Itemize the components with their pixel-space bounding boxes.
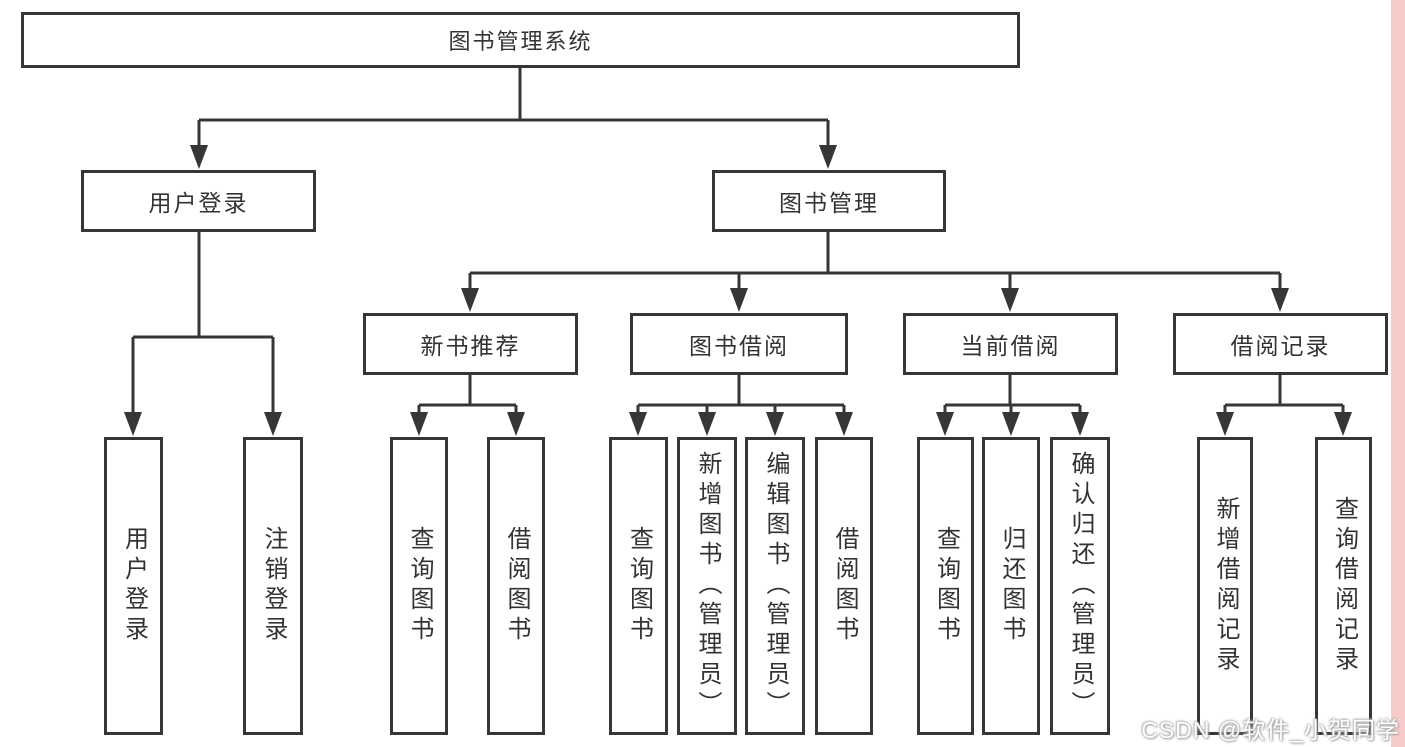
leaf-user-login-label: 用户登录 bbox=[120, 526, 148, 646]
node-borrow-records: 借阅记录 bbox=[1173, 313, 1388, 375]
csdn-watermark: CSDN @软件_小贺同学 bbox=[1141, 717, 1400, 743]
leaf-query-book-2: 查询图书 bbox=[609, 437, 668, 735]
node-user-login-label: 用户登录 bbox=[148, 190, 249, 216]
leaf-query-book-1-label: 查询图书 bbox=[406, 526, 433, 646]
leaf-confirm-return-admin: 确认归还（管理员） bbox=[1050, 437, 1110, 735]
leaf-query-borrow-record-label: 查询借阅记录 bbox=[1330, 496, 1358, 676]
leaf-edit-book-admin-label: 编辑图书（管理员） bbox=[762, 451, 789, 721]
leaf-add-borrow-record-label: 新增借阅记录 bbox=[1212, 496, 1239, 676]
leaf-borrow-book-1-label: 借阅图书 bbox=[503, 526, 530, 646]
leaf-query-book-2-label: 查询图书 bbox=[625, 526, 653, 646]
leaf-user-login: 用户登录 bbox=[104, 437, 163, 735]
node-new-book-recommend-label: 新书推荐 bbox=[420, 333, 521, 359]
leaf-query-book-3: 查询图书 bbox=[917, 437, 974, 735]
leaf-return-book-label: 归还图书 bbox=[998, 526, 1025, 646]
leaf-add-book-admin-label: 新增图书（管理员） bbox=[694, 451, 721, 721]
node-new-book-recommend: 新书推荐 bbox=[363, 313, 578, 375]
leaf-query-book-3-label: 查询图书 bbox=[932, 526, 960, 646]
right-edge-pink-strip bbox=[1391, 0, 1405, 747]
leaf-borrow-book-2-label: 借阅图书 bbox=[831, 526, 858, 646]
leaf-query-book-1: 查询图书 bbox=[390, 437, 448, 735]
leaf-borrow-book-2: 借阅图书 bbox=[815, 437, 873, 735]
leaf-confirm-return-admin-label: 确认归还（管理员） bbox=[1067, 451, 1094, 721]
node-user-login: 用户登录 bbox=[81, 170, 316, 232]
node-book-borrow-label: 图书借阅 bbox=[689, 333, 789, 359]
node-book-borrow: 图书借阅 bbox=[630, 313, 848, 375]
leaf-add-book-admin: 新增图书（管理员） bbox=[677, 437, 737, 735]
node-book-management: 图书管理 bbox=[712, 170, 946, 232]
leaf-edit-book-admin: 编辑图书（管理员） bbox=[745, 437, 805, 735]
leaf-add-borrow-record: 新增借阅记录 bbox=[1197, 437, 1253, 735]
leaf-borrow-book-1: 借阅图书 bbox=[487, 437, 545, 735]
leaf-return-book: 归还图书 bbox=[982, 437, 1040, 735]
node-root-system: 图书管理系统 bbox=[21, 12, 1020, 68]
node-borrow-records-label: 借阅记录 bbox=[1230, 333, 1331, 359]
node-current-borrow-label: 当前借阅 bbox=[960, 333, 1061, 359]
node-root-label: 图书管理系统 bbox=[448, 29, 593, 54]
node-current-borrow: 当前借阅 bbox=[903, 313, 1118, 375]
leaf-logout: 注销登录 bbox=[243, 437, 303, 735]
leaf-logout-label: 注销登录 bbox=[260, 526, 287, 646]
leaf-query-borrow-record: 查询借阅记录 bbox=[1315, 437, 1372, 735]
node-book-management-label: 图书管理 bbox=[779, 190, 879, 216]
